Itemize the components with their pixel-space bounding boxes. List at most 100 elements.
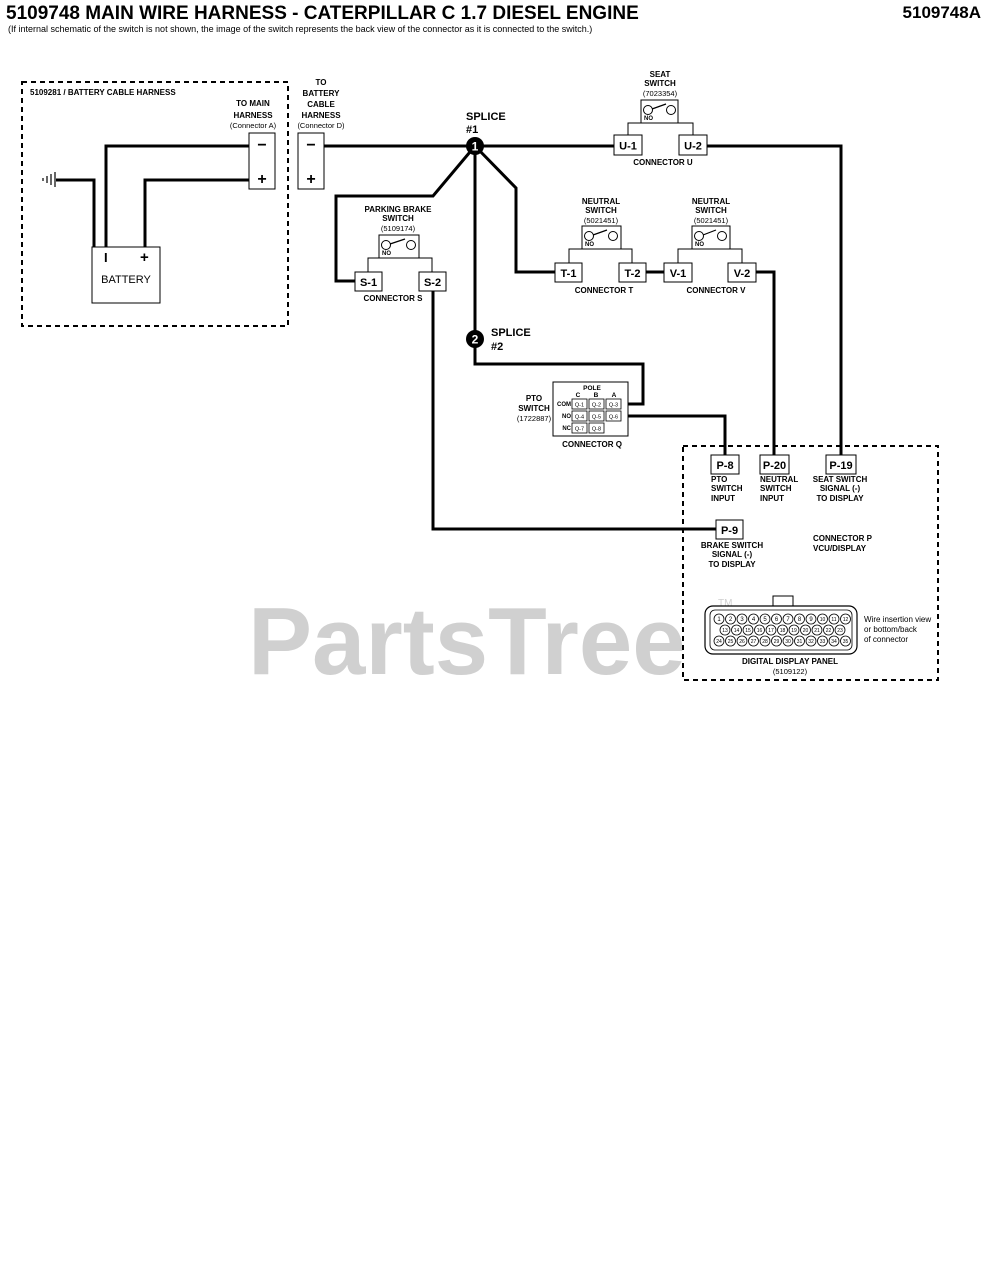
p9-desc-3: TO DISPLAY (708, 560, 756, 569)
battery-harness-label: 5109281 / BATTERY CABLE HARNESS (30, 88, 176, 97)
seat-switch-contact-2 (666, 105, 676, 115)
neutral-v-no: NO (695, 242, 704, 248)
battery-pos-terminal: + (140, 249, 149, 266)
p19-desc-2: SIGNAL (-) (820, 484, 861, 493)
display-panel-label: DIGITAL DISPLAY PANEL (742, 657, 838, 666)
pto-col-a: A (612, 392, 617, 399)
display-pin-label: 30 (785, 639, 791, 645)
to-main-label-2: HARNESS (233, 111, 273, 120)
pto-cell-q6-label: Q-6 (609, 415, 618, 421)
display-pin (805, 613, 817, 625)
pin-s1-label: S-1 (360, 277, 377, 289)
pto-cell-q4-label: Q-4 (575, 415, 584, 421)
diagram-code: 5109748A (902, 3, 981, 22)
pin-p8 (710, 454, 740, 475)
to-battery-label-2: BATTERY (303, 89, 341, 98)
neutral-v-lead-1 (677, 248, 692, 263)
display-pin (811, 624, 823, 636)
connector-p-label-2: VCU/DISPLAY (813, 544, 867, 553)
watermark: PartsTree (248, 588, 686, 695)
display-pin-label: 6 (775, 617, 779, 623)
display-pin (777, 624, 788, 636)
pto-cell-q7 (571, 422, 588, 434)
seat-switch-part: (7023354) (643, 89, 678, 98)
display-pin-label: 12 (843, 617, 849, 623)
display-pin (800, 624, 811, 636)
display-pin-label: 15 (745, 628, 751, 634)
display-pin (782, 613, 794, 625)
splice-1-badge: 1 (472, 140, 479, 154)
pto-row-no: NO (562, 414, 571, 420)
display-pin-label: 34 (831, 639, 837, 645)
pin-p20-label: P-20 (763, 460, 786, 472)
pto-cell-q5 (588, 410, 605, 422)
display-box (682, 445, 939, 681)
pin-u2-label: U-2 (684, 141, 702, 153)
display-pin (731, 624, 742, 636)
parking-brake-label-1: PARKING BRAKE (365, 205, 433, 214)
pto-cell-q6 (605, 410, 622, 422)
parking-brake-label-2: SWITCH (382, 214, 414, 223)
display-pin (788, 624, 800, 636)
splice1-to-t1-wire (473, 144, 555, 274)
display-pin-label: 11 (831, 617, 836, 623)
pin-p20 (759, 454, 790, 475)
display-pin-label: 18 (780, 628, 786, 634)
neutral-t-contact-1 (584, 231, 594, 241)
p9-desc-2: SIGNAL (-) (712, 550, 753, 559)
display-pin-label: 4 (752, 617, 756, 623)
display-pin-label: 19 (791, 628, 797, 634)
parking-brake-lever (389, 238, 406, 245)
pto-cell-q5-label: Q-5 (592, 415, 601, 421)
v2-to-p20-wire (756, 270, 776, 455)
parking-brake-contact-1 (381, 240, 391, 250)
battery-label: BATTERY (101, 274, 151, 286)
display-pin (725, 613, 736, 625)
display-pin (736, 613, 748, 625)
display-pin-label: 28 (762, 639, 768, 645)
pto-col-c: C (576, 392, 581, 399)
pto-cell-q7-label: Q-7 (575, 427, 584, 433)
display-pin (725, 635, 736, 647)
display-pin-label: 5 (763, 617, 767, 623)
p20-desc-2: SWITCH (760, 484, 792, 493)
display-pin (828, 613, 840, 625)
display-pin (759, 613, 771, 625)
pin-p19-label: P-19 (829, 460, 852, 472)
display-pin (748, 635, 759, 647)
positive-wire (143, 178, 249, 247)
neutral-v-lever (702, 229, 717, 236)
display-pin-label: 21 (814, 628, 820, 634)
wire-insertion-2: or bottom/back (864, 625, 918, 634)
splice1-to-s1-wire (334, 145, 477, 283)
connector-d (297, 132, 325, 190)
display-pin-label: 7 (786, 617, 790, 623)
seat-switch-lead-1 (627, 122, 641, 135)
pin-u2 (678, 134, 708, 156)
seat-switch-no: NO (644, 116, 653, 122)
pto-row-com: COM (557, 402, 571, 408)
diagram-title: 5109748 MAIN WIRE HARNESS - CATERPILLAR … (6, 3, 639, 24)
connector-s-label: CONNECTOR S (364, 294, 424, 303)
neutral-t-label-2: SWITCH (585, 206, 617, 215)
to-main-label-1: TO MAIN (236, 99, 270, 108)
display-pin-label: 22 (826, 628, 832, 634)
display-pin-label: 10 (820, 617, 826, 623)
connector-p-label-1: CONNECTOR P (813, 534, 873, 543)
neutral-v-contact-1 (694, 231, 704, 241)
display-connector-latch (772, 595, 794, 608)
display-pin-label: 17 (768, 628, 774, 634)
neutral-t-part: (5021451) (584, 216, 619, 225)
pto-label-1: PTO (526, 394, 542, 403)
seat-switch-label-1: SEAT (650, 70, 671, 79)
neutral-t-label-1: NEUTRAL (582, 197, 620, 206)
p19-desc-3: TO DISPLAY (816, 494, 864, 503)
display-pin (834, 624, 846, 636)
display-pin (765, 624, 777, 636)
pin-s2 (418, 271, 447, 292)
wire-insertion-3: of connector (864, 635, 908, 644)
pin-u1 (613, 134, 643, 156)
pin-p8-label: P-8 (716, 460, 733, 472)
